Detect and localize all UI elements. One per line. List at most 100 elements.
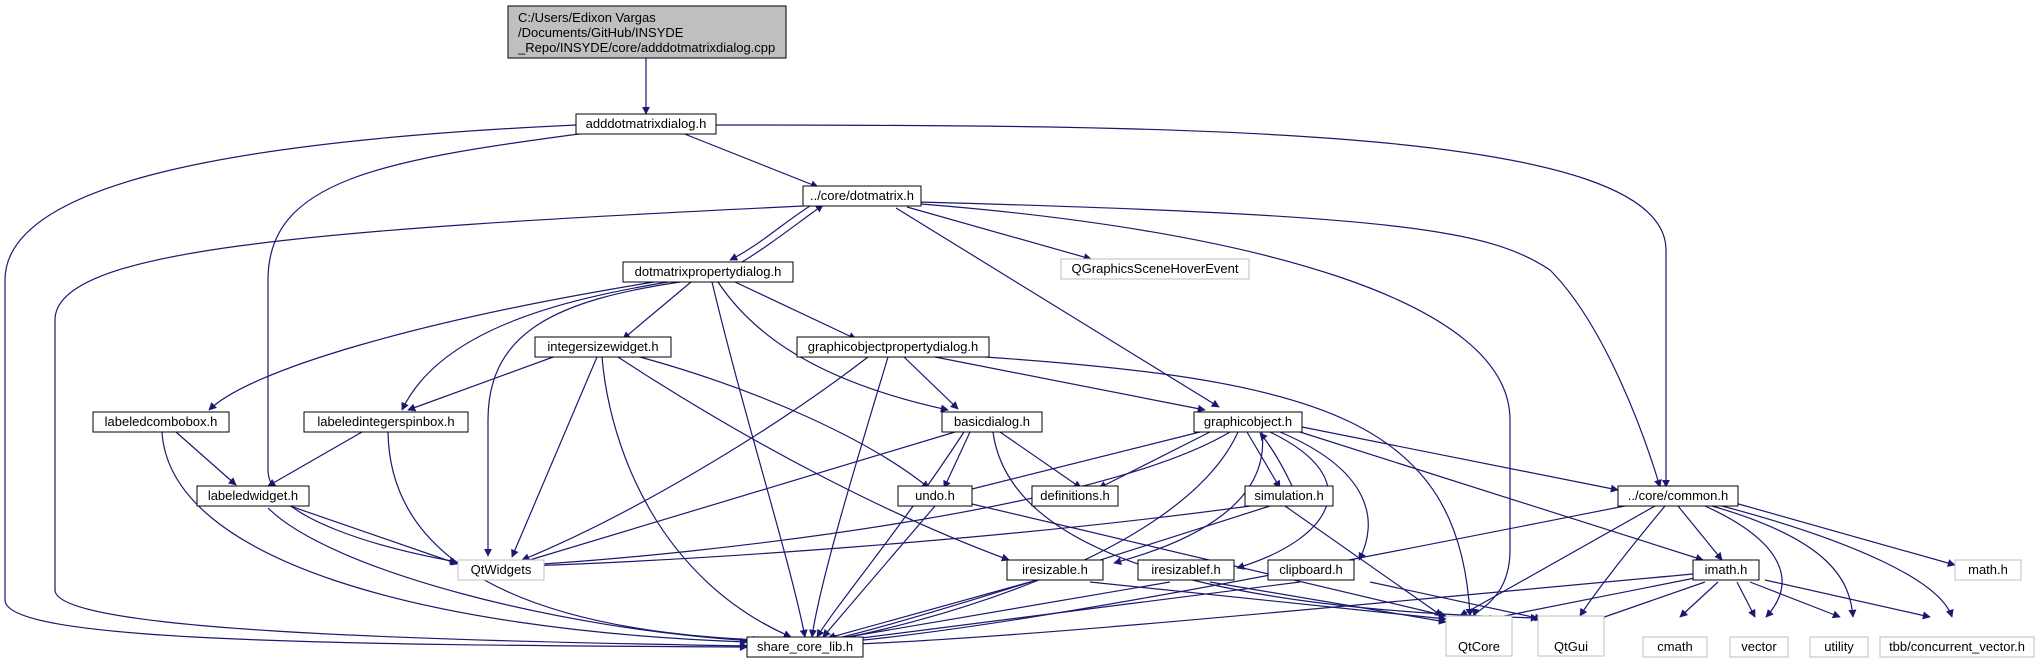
node-label: ../core/common.h (1628, 488, 1728, 503)
node-utility[interactable]: utility (1809, 636, 1869, 658)
node-label: labeledintegerspinbox.h (317, 414, 454, 429)
node-graphicobject-h[interactable]: graphicobject.h (1193, 411, 1303, 433)
edge-labeledwidget-to-qtwidgets (289, 505, 459, 566)
edge-dotmatrixpropertydialog-to-share-core-lib (711, 281, 808, 638)
edge-integersizewidget-to-share-core-lib (601, 356, 792, 638)
edge-simulation-to-share-core-lib (828, 505, 1271, 643)
node-root-line-2: /Documents/GitHub/INSYDE (518, 25, 684, 40)
node-vector[interactable]: vector (1729, 636, 1789, 658)
edge-integersizewidget-to-undo (639, 356, 930, 489)
node-adddotmatrixdialog-h[interactable]: adddotmatrixdialog.h (575, 113, 717, 135)
node-tbb-concurrent-vector-h[interactable]: tbb/concurrent_vector.h (1879, 636, 2035, 658)
edge-imath-to-share-core-lib (829, 573, 1694, 649)
node-label: share_core_lib.h (757, 639, 853, 654)
edge-imath-to-cmath (1679, 581, 1719, 618)
edge-dotmatrixpropertydialog-to-labeledintegerspinbox (401, 281, 669, 411)
node-label: QtWidgets (471, 562, 532, 577)
node-label: vector (1741, 639, 1777, 654)
node-dotmatrix-h[interactable]: ../core/dotmatrix.h (802, 185, 922, 207)
node-iresizablef-h[interactable]: iresizablef.h (1137, 559, 1235, 581)
node-graphicobjectpropertydialog-h[interactable]: graphicobjectpropertydialog.h (796, 336, 990, 358)
node-common-h[interactable]: ../core/common.h (1617, 485, 1739, 507)
edge-imath-to-tbb-concurrent-vector (1764, 579, 1931, 620)
node-simulation-h[interactable]: simulation.h (1244, 485, 1334, 507)
node-label: graphicobjectpropertydialog.h (808, 339, 979, 354)
edge-basicdialog-to-definitions (999, 431, 1082, 489)
node-label: imath.h (1705, 562, 1748, 577)
node-imath-h[interactable]: imath.h (1692, 559, 1760, 581)
node-label: basicdialog.h (954, 414, 1030, 429)
node-dotmatrixpropertydialog-h[interactable]: dotmatrixpropertydialog.h (622, 261, 794, 283)
node-label: ../core/dotmatrix.h (810, 188, 914, 203)
node-qtcore[interactable]: QtCore (1445, 615, 1513, 657)
node-labeledintegerspinbox-h[interactable]: labeledintegerspinbox.h (303, 411, 469, 433)
edge-adddotmatrixdialog-to-common (715, 124, 1670, 488)
edge-undo-to-share-core-lib (822, 505, 936, 638)
edge-common-to-math (1734, 502, 1956, 567)
edge-graphicobject-to-definitions (1098, 431, 1211, 489)
edge-dotmatrixpropertydialog-to-basicdialog (717, 281, 949, 413)
edge-clipboard-to-qtgui (1369, 581, 1543, 622)
edge-adddotmatrixdialog-to-dotmatrix (676, 130, 819, 189)
edge-simulation-to-qtwidgets (525, 505, 1251, 570)
node-root-file[interactable]: C:/Users/Edixon Vargas /Documents/GitHub… (507, 5, 787, 59)
edge-iresizablef-to-share-core-lib (829, 581, 1171, 643)
node-label: simulation.h (1254, 488, 1323, 503)
edge-common-to-share-core-lib (829, 504, 1631, 647)
node-basicdialog-h[interactable]: basicdialog.h (941, 411, 1043, 433)
edge-iresizable-to-share-core-lib (827, 581, 1031, 640)
edge-imath-to-utility (1749, 581, 1841, 619)
node-label: undo.h (915, 488, 955, 503)
edge-common-to-qtcore (1459, 505, 1656, 617)
node-iresizable-h[interactable]: iresizable.h (1006, 559, 1104, 581)
node-clipboard-h[interactable]: clipboard.h (1267, 559, 1355, 581)
edge-dotmatrix-to-common (918, 201, 1662, 488)
edge-labeledcombobox-to-share-core-lib (161, 431, 748, 646)
node-qtwidgets[interactable]: QtWidgets (457, 559, 545, 581)
edge-labeledwidget-to-share-core-lib (267, 507, 757, 645)
edge-labeledcombobox-to-labeledwidget (175, 431, 237, 486)
node-math-h[interactable]: math.h (1954, 559, 2022, 581)
edge-dotmatrix-to-dotmatrixpropertydialog (729, 203, 814, 261)
edge-common-to-tbb-concurrent-vector (1721, 505, 1954, 618)
edge-iresizable-to-qtcore (1089, 581, 1447, 623)
node-label: dotmatrixpropertydialog.h (635, 264, 782, 279)
node-labeledcombobox-h[interactable]: labeledcombobox.h (92, 411, 230, 433)
edge-basicdialog-to-qtwidgets (522, 431, 956, 564)
node-definitions-h[interactable]: definitions.h (1031, 485, 1119, 507)
node-label: QGraphicsSceneHoverEvent (1072, 261, 1239, 276)
edge-imath-to-vector (1736, 581, 1756, 618)
node-label: labeledwidget.h (208, 488, 298, 503)
edge-dotmatrix-to-qtcore (920, 203, 1511, 617)
edge-simulation-to-qtcore (1284, 505, 1443, 617)
edge-graphicobject-to-qtwidgets (525, 431, 1231, 569)
node-share-core-lib-h[interactable]: share_core_lib.h (746, 636, 864, 658)
edge-imath-to-qtcore (1483, 577, 1696, 623)
node-label: graphicobject.h (1204, 414, 1292, 429)
edge-basicdialog-to-undo (943, 431, 971, 489)
edge-integersizewidget-to-qtwidgets (511, 356, 598, 558)
edge-graphicobjectpropertydialog-to-share-core-lib (809, 356, 889, 638)
edge-graphicobjectpropertydialog-to-qtwidgets (521, 356, 869, 561)
node-label: QtCore (1458, 639, 1500, 654)
node-label: iresizablef.h (1151, 562, 1220, 577)
node-labeledwidget-h[interactable]: labeledwidget.h (196, 485, 310, 507)
node-root-line-1: C:/Users/Edixon Vargas (518, 10, 656, 25)
node-label: integersizewidget.h (547, 339, 658, 354)
node-undo-h[interactable]: undo.h (897, 485, 973, 507)
edge-dotmatrixpropertydialog-to-integersizewidget (622, 281, 692, 340)
node-root-line-3: _Repo/INSYDE/core/adddotmatrixdialog.cpp (517, 40, 775, 55)
edge-common-to-utility (1711, 505, 1857, 618)
edge-dotmatrix-to-qgraphicsscenehoverevent (906, 206, 1092, 261)
edge-basicdialog-to-share-core-lib (816, 431, 965, 638)
edge-graphicobject-to-clipboard (1279, 431, 1369, 561)
node-label: cmath (1657, 639, 1692, 654)
edge-graphicobject-to-simulation (1246, 431, 1281, 489)
node-qgraphicsscenehoverevent[interactable]: QGraphicsSceneHoverEvent (1060, 258, 1250, 280)
edge-dotmatrixpropertydialog-to-graphicobjectpropertydialog (734, 281, 857, 340)
node-integersizewidget-h[interactable]: integersizewidget.h (534, 336, 672, 358)
node-cmath[interactable]: cmath (1642, 636, 1708, 658)
node-label: tbb/concurrent_vector.h (1889, 639, 2025, 654)
node-qtgui[interactable]: QtGui (1537, 615, 1605, 657)
